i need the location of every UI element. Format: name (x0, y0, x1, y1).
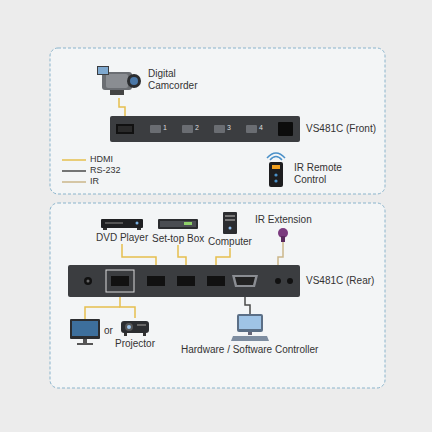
channel-number: 1 (163, 123, 167, 132)
computer-device: Computer (206, 212, 254, 248)
channel-number: 2 (195, 123, 199, 132)
camcorder-device: Digital Camcorder (96, 60, 142, 98)
channel-number: 4 (259, 123, 263, 132)
device-icon-drawing (158, 218, 198, 231)
device-icon (277, 228, 289, 242)
monitor-icon (70, 319, 100, 345)
hdmi-cable (119, 98, 125, 116)
ir-extender-device: IR Extension (253, 214, 314, 242)
ir-remote-device: IR Remote Control (262, 148, 290, 188)
device-icon (120, 318, 150, 336)
device-label: IR Remote Control (294, 162, 364, 186)
device-label: DVD Player (96, 232, 148, 244)
legend-rs232-sample (62, 170, 86, 172)
switch-rear-panel: VS481C (Rear) (68, 265, 300, 297)
device-icon-drawing (221, 212, 239, 234)
device-icon (231, 314, 269, 342)
device-label: Set-top Box (152, 233, 204, 245)
legend-label: IR (90, 176, 99, 187)
legend-ir-sample (62, 181, 86, 183)
rs232-cable (245, 297, 250, 314)
rear-panel-region (50, 203, 385, 388)
legend-label: RS-232 (90, 165, 121, 176)
device-label: IR Extension (255, 214, 312, 226)
device-label: VS481C (Rear) (306, 275, 374, 287)
device-label: Digital Camcorder (148, 68, 210, 92)
hdmi-cable (216, 248, 230, 265)
panel-ports (68, 265, 300, 297)
monitor-cable (85, 307, 120, 319)
device-icon (101, 218, 143, 230)
device-icon-drawing (277, 228, 289, 242)
device-icon-drawing (101, 218, 143, 230)
front-panel-region (50, 48, 385, 194)
panel-ports (110, 116, 300, 142)
projector-device: Projector (113, 318, 157, 350)
device-label: Computer (208, 236, 252, 248)
device-label: VS481C (Front) (306, 123, 376, 135)
hdmi-cable (120, 297, 135, 318)
or-label: or (104, 325, 113, 337)
hdmi-cable (122, 244, 156, 265)
device-icon (158, 218, 198, 231)
device-icon (262, 148, 290, 188)
legend-hdmi-sample (62, 159, 86, 161)
device-icon-drawing (262, 148, 290, 188)
device-label: Projector (115, 338, 155, 350)
legend-label: HDMI (90, 154, 113, 165)
switch-front-panel: VS481C (Front) (110, 116, 300, 142)
device-icon (96, 60, 142, 98)
device-icon-drawing (231, 314, 269, 342)
channel-number: 3 (227, 123, 231, 132)
ir-cable (278, 242, 283, 265)
controller-device: Hardware / Software Controller (179, 314, 320, 356)
device-icon-drawing (96, 60, 142, 98)
device-label: Hardware / Software Controller (181, 344, 318, 356)
dvd-player-device: DVD Player (94, 218, 150, 244)
device-icon-drawing (120, 318, 150, 336)
hdmi-cable (178, 245, 186, 265)
device-icon (221, 212, 239, 234)
set-top-box-device: Set-top Box (150, 218, 206, 245)
